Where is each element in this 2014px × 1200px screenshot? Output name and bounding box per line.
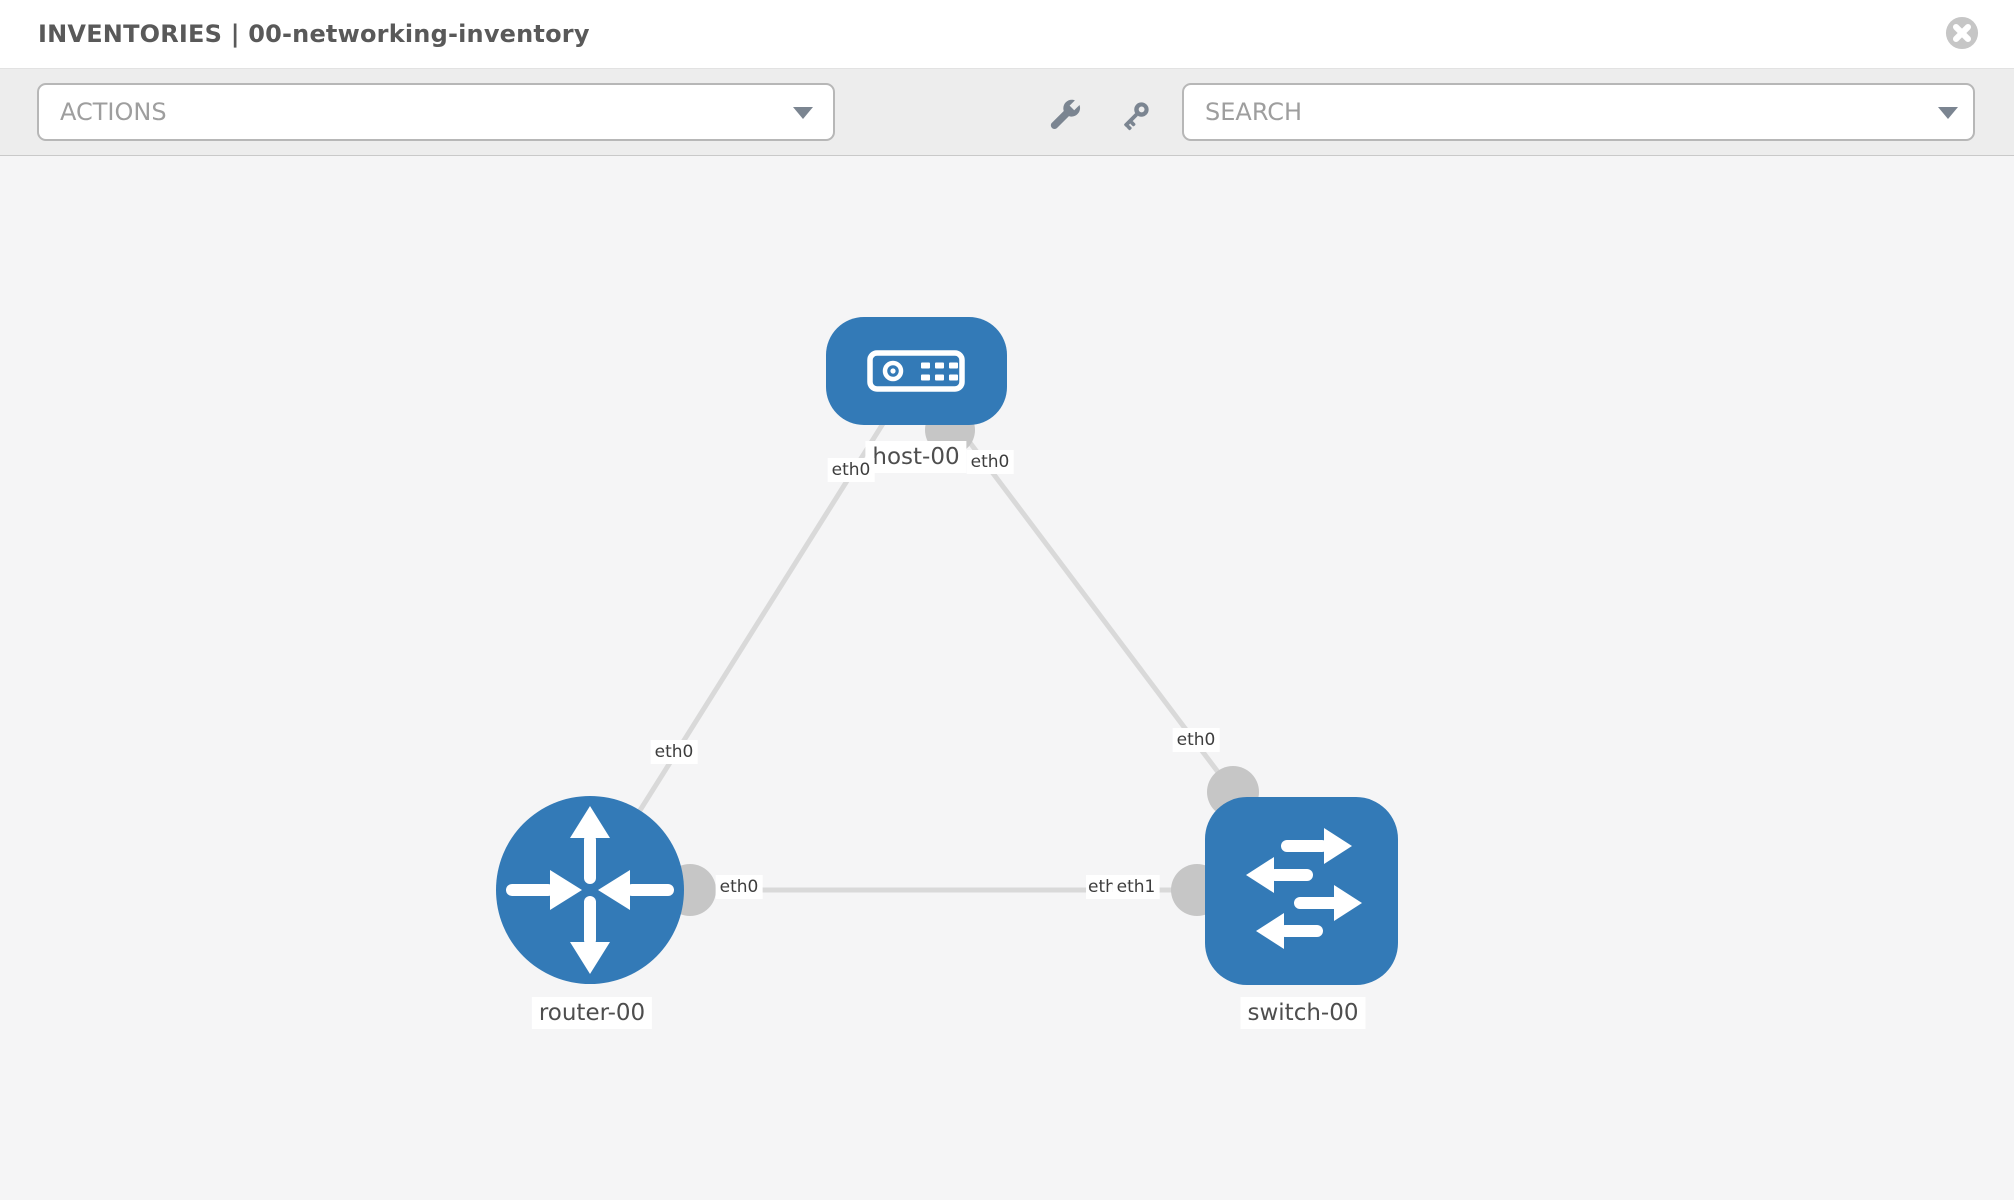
wrench-icon <box>1050 99 1081 130</box>
interface-label-switch-eth0-top: eth0 <box>1172 728 1220 752</box>
search-dropdown[interactable] <box>1182 83 1975 141</box>
topology-graph <box>496 317 1398 985</box>
interface-label-router-eth0: eth0 <box>715 875 763 899</box>
actions-dropdown[interactable] <box>37 83 835 141</box>
key-button[interactable] <box>1117 98 1153 134</box>
interface-label-host-eth0-right: eth0 <box>966 450 1014 474</box>
wrench-button[interactable] <box>1047 98 1083 134</box>
topology-canvas[interactable]: host-00 router-00 switch-00 eth0 eth0 et… <box>0 156 2014 1200</box>
actions-input[interactable] <box>37 83 835 141</box>
switch-icon <box>1246 828 1362 949</box>
link-host-router[interactable] <box>587 369 919 892</box>
node-label-host: host-00 <box>865 441 967 473</box>
page-title: INVENTORIES | 00-networking-inventory <box>38 20 590 48</box>
host-icon <box>867 350 965 392</box>
search-input[interactable] <box>1182 83 1975 141</box>
title-bar: INVENTORIES | 00-networking-inventory <box>0 0 2014 69</box>
chevron-down-icon[interactable] <box>793 107 813 119</box>
chevron-down-icon[interactable] <box>1938 107 1958 119</box>
node-label-router: router-00 <box>531 997 653 1029</box>
circle-x-icon <box>1945 16 1979 50</box>
router-icon <box>506 806 674 974</box>
node-switch-00[interactable] <box>1205 797 1398 985</box>
interface-label-host-eth0-left: eth0 <box>827 458 875 482</box>
interface-label-router-eth0-up: eth0 <box>650 740 698 764</box>
interface-label-switch-eth1: eth1 <box>1112 875 1160 899</box>
node-host-00[interactable] <box>826 317 1007 425</box>
key-icon <box>1124 102 1149 131</box>
close-icon[interactable] <box>1945 16 1979 50</box>
node-label-switch: switch-00 <box>1240 997 1366 1029</box>
node-router-00[interactable] <box>496 796 684 984</box>
toolbar <box>0 69 2014 156</box>
